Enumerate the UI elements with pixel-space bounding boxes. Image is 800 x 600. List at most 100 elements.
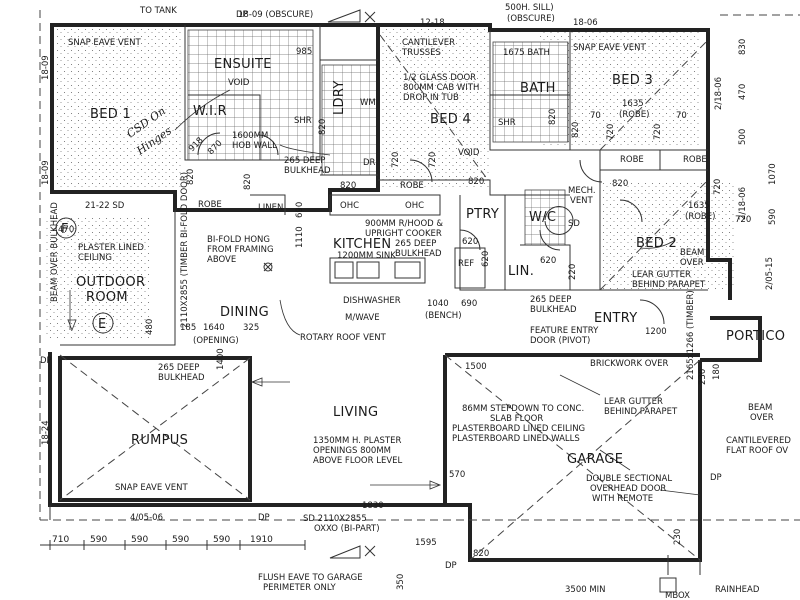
note-bulk-kit-2: BULKHEAD (395, 249, 442, 259)
note-lear-garage-1: LEAR GUTTER (604, 397, 663, 407)
dim-720-b: 720 (428, 152, 438, 168)
note-mbox: MBOX (665, 591, 690, 600)
dim-70-b: 70 (676, 111, 687, 121)
note-1500: 1500 (465, 362, 487, 372)
dim-820-c: 820 (468, 177, 484, 187)
room-wir: W.I.R (193, 104, 227, 119)
note-plaster-2: CEILING (78, 253, 112, 263)
note-openings-1: 1350MM H. PLASTER (313, 436, 401, 446)
note-beam-portico-1: BEAM (748, 403, 772, 413)
room-bed3: BED 3 (612, 73, 653, 88)
dim-820-b: 820 (340, 181, 356, 191)
note-sd-door: SD 2110X2855 (303, 514, 367, 524)
note-flush-1: FLUSH EAVE TO GARAGE (258, 573, 363, 583)
dim-620-c: 620 (481, 251, 491, 267)
room-ensuite: ENSUITE (214, 57, 272, 72)
marker-e-circle (92, 312, 114, 334)
laundry-tiles (321, 64, 378, 176)
marker-f-circle (55, 217, 77, 239)
marker-e: E (98, 317, 107, 332)
note-bulk-rumpus-1: 265 DEEP (158, 363, 199, 373)
bottom-dimension: 590 (90, 535, 107, 545)
dim-720-e: 720 (713, 179, 723, 195)
note-820-bottom: 820 (473, 549, 489, 559)
note-opening: (OPENING) (193, 336, 239, 346)
note-glass-door-3: DROP IN TUB (403, 93, 459, 103)
note-lear-1: LEAR GUTTER (632, 270, 691, 280)
note-dr: DR (363, 158, 376, 168)
note-code-21806: 2/18-06 (714, 77, 724, 110)
exterior-wall-living (48, 352, 702, 562)
note-code-1809: 18-09 (41, 55, 51, 80)
bottom-dimension: 710 (52, 535, 69, 545)
note-cantilever-1: CANTILEVER (402, 38, 455, 48)
dim-720-d: 720 (653, 124, 663, 140)
note-garage-door-2: OVERHEAD DOOR (590, 484, 666, 494)
dim-720-f: 720 (735, 215, 751, 225)
room-garage: GARAGE (567, 452, 623, 467)
dim-820-a: 820 (186, 169, 196, 185)
note-beam-bulk: BEAM OVER BULKHEAD (50, 202, 60, 302)
dim-820-h: 820 (548, 109, 558, 125)
note-feature-door-1: FEATURE ENTRY (530, 326, 599, 336)
dim-820-e: 820 (612, 179, 628, 189)
note-obscure-top: 18-09 (OBSCURE) (238, 10, 313, 20)
note-brickwork: BRICKWORK OVER (590, 359, 668, 369)
note-beam-portico-2: OVER (750, 413, 774, 423)
note-bifold-door: 2110X2855 (TIMBER BI-FOLD DOOR) (180, 172, 190, 328)
note-hob-1: 1600MM (232, 131, 268, 141)
note-mech-1: MECH. (568, 186, 596, 196)
note-bulk-rumpus-2: BULKHEAD (158, 373, 205, 383)
room-wc: W/C (529, 210, 556, 225)
note-code-21806b: 2/18-06 (738, 187, 748, 220)
note-openings-3: ABOVE FLOOR LEVEL (313, 456, 403, 466)
bath-tiles (492, 41, 569, 143)
note-1070: 1070 (768, 163, 778, 185)
note-325: 325 (243, 323, 259, 333)
dim-70-a: 70 (590, 111, 601, 121)
room-ldry: LDRY (332, 80, 347, 115)
note-lear-2: BEHIND PARAPET (632, 280, 706, 290)
note-obscure-right: (OBSCURE) (507, 14, 555, 24)
room-rumpus: RUMPUS (131, 433, 188, 448)
dim-820-g: 820 (318, 119, 328, 135)
note-dp-1: DP (40, 356, 52, 366)
note-code-20515: 2/05-15 (765, 257, 775, 290)
bottom-dimension: 590 (172, 535, 189, 545)
dim-620-b: 620 (540, 256, 556, 266)
note-code-2122: 21-22 SD (85, 201, 125, 211)
dim-620-a: 620 (462, 237, 478, 247)
note-hob-2: HOB WALL (232, 141, 277, 151)
note-590: 590 (768, 209, 778, 225)
note-code-1806: 18-06 (573, 18, 598, 28)
note-ohc-1: OHC (340, 201, 359, 211)
note-sink: 1200MM SINK (337, 251, 396, 261)
note-plaster-1: PLASTER LINED (78, 243, 144, 253)
note-1830: 1830 (362, 501, 384, 511)
note-dishwasher: DISHWASHER (343, 296, 401, 306)
note-code-40506: 4/05-06 (130, 513, 163, 523)
note-snap-eave-2: SNAP EAVE VENT (573, 43, 646, 53)
room-entry: ENTRY (594, 311, 638, 326)
note-garage-door-3: WITH REMOTE (592, 494, 653, 504)
room-dining: DINING (220, 305, 269, 320)
dim-720-c: 720 (606, 124, 616, 140)
note-robe-b: ROBE (400, 181, 424, 191)
note-beam-over-1: BEAM (680, 248, 704, 258)
note-570: 570 (449, 470, 465, 480)
bottom-dimension: 1910 (250, 535, 273, 545)
note-linen: LINEN (258, 203, 283, 213)
note-shr-2: SHR (498, 118, 516, 128)
room-outdoor-2: ROOM (86, 290, 128, 305)
room-ptry: PTRY (466, 207, 499, 222)
room-bed4: BED 4 (430, 112, 471, 127)
room-bath: BATH (520, 81, 556, 96)
note-bench: (BENCH) (425, 311, 462, 321)
note-robe-a: ROBE (198, 200, 222, 210)
note-bifold-1: BI-FOLD HONG (207, 235, 270, 245)
note-bifold-3: ABOVE (207, 255, 236, 265)
note-830: 830 (738, 39, 748, 55)
dim-220: 220 (568, 264, 578, 280)
note-1595: 1595 (415, 538, 437, 548)
note-bulk-2: BULKHEAD (284, 166, 331, 176)
